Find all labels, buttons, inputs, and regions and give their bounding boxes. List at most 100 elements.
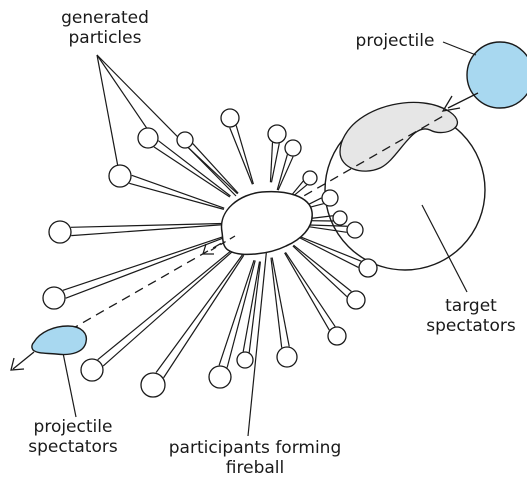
fireball bbox=[220, 190, 313, 256]
particle-track bbox=[226, 260, 256, 368]
generated-particles-label-line: particles bbox=[68, 28, 142, 48]
particle-track bbox=[70, 222, 223, 228]
participants-fireball-label-line: fireball bbox=[225, 458, 285, 478]
particle-ball bbox=[140, 372, 166, 398]
generated-particle bbox=[292, 244, 366, 310]
generated-particle bbox=[276, 139, 302, 191]
particle-track bbox=[155, 254, 244, 373]
generated-particle bbox=[220, 108, 254, 185]
target-label-leader bbox=[421, 204, 468, 293]
particle-track bbox=[97, 246, 236, 361]
generated-particle bbox=[137, 127, 231, 198]
particle-track bbox=[235, 125, 254, 185]
target-spectators-label-line: target bbox=[445, 296, 497, 316]
generated-label-leader bbox=[96, 54, 149, 131]
projectile-spectator-fragment bbox=[31, 325, 88, 356]
particle-ball bbox=[358, 258, 378, 278]
projectile-label: projectile bbox=[350, 31, 440, 51]
particle-track bbox=[229, 127, 253, 185]
participants-fireball-label: participants forming fireball bbox=[145, 438, 365, 478]
particle-ball bbox=[236, 351, 254, 369]
particle-ball bbox=[42, 286, 66, 310]
spectator-recoil-arrow bbox=[12, 351, 35, 370]
particle-ball bbox=[267, 124, 287, 144]
generated-particle bbox=[80, 246, 237, 382]
generated-particle bbox=[42, 235, 226, 310]
projectile-nucleus bbox=[466, 41, 527, 109]
projectile-spectators-label-line: spectators bbox=[28, 437, 118, 457]
generated-particles-label: generated particles bbox=[40, 8, 170, 48]
particle-track bbox=[192, 143, 239, 194]
projectile-label-leader bbox=[442, 41, 477, 56]
target-spectators-label: target spectators bbox=[415, 296, 527, 336]
projectile-label-text: projectile bbox=[355, 31, 435, 51]
particle-track bbox=[248, 261, 262, 353]
particle-track bbox=[284, 251, 336, 327]
generated-particles-label-line: generated bbox=[61, 8, 149, 28]
generated-label-leader bbox=[96, 54, 119, 168]
generated-particle bbox=[208, 259, 256, 389]
particle-track bbox=[271, 257, 290, 347]
target-spectators-label-line: spectators bbox=[426, 316, 516, 336]
particle-track bbox=[153, 146, 231, 198]
generated-particles bbox=[42, 108, 378, 398]
particle-ball bbox=[208, 365, 232, 389]
generated-label-leader bbox=[96, 54, 237, 197]
particle-ball bbox=[276, 346, 298, 368]
participant-overlap-region bbox=[339, 101, 458, 172]
particle-track bbox=[62, 235, 225, 291]
particle-track bbox=[188, 147, 238, 195]
particle-ball bbox=[327, 326, 347, 346]
fireball-recoil-arrowhead bbox=[202, 243, 214, 255]
particle-track bbox=[242, 261, 261, 352]
projectile-spectators-label-line: projectile bbox=[33, 417, 113, 437]
particle-track bbox=[293, 244, 352, 292]
participants-fireball-label-line: participants forming bbox=[168, 438, 342, 458]
generated-particle bbox=[236, 261, 262, 369]
particle-track bbox=[129, 182, 225, 210]
particle-track bbox=[298, 235, 362, 262]
particle-track bbox=[277, 156, 294, 191]
projectile-arrowhead bbox=[441, 95, 461, 112]
generated-particle bbox=[140, 254, 245, 398]
spectator-recoil-arrowhead bbox=[10, 357, 25, 371]
particle-ball bbox=[321, 189, 339, 207]
generated-particle bbox=[267, 124, 287, 183]
particle-ball bbox=[48, 220, 72, 244]
fireball-recoil-axis bbox=[207, 235, 236, 253]
particle-track bbox=[131, 174, 225, 209]
particle-ball bbox=[80, 358, 104, 382]
generated-particle bbox=[48, 220, 223, 244]
particle-track bbox=[218, 259, 255, 366]
particle-ball bbox=[302, 170, 318, 186]
generated-particle bbox=[108, 164, 225, 210]
particle-track bbox=[157, 140, 231, 197]
particle-track bbox=[102, 247, 237, 367]
generated-particle bbox=[284, 251, 347, 346]
particle-ball bbox=[332, 210, 348, 226]
particle-track bbox=[284, 252, 330, 331]
generated-particle bbox=[298, 235, 378, 278]
particle-ball bbox=[220, 108, 240, 128]
particle-track bbox=[163, 254, 245, 379]
particle-track bbox=[270, 257, 283, 348]
particle-ball bbox=[176, 131, 194, 149]
particle-track bbox=[270, 143, 280, 183]
projectile-spectators-label: projectile spectators bbox=[8, 417, 138, 457]
particle-ball bbox=[108, 164, 132, 188]
projectile-trajectory bbox=[447, 92, 479, 109]
generated-particle bbox=[176, 131, 239, 195]
particle-track bbox=[292, 245, 348, 298]
particle-ball bbox=[137, 127, 159, 149]
particle-ball bbox=[284, 139, 302, 157]
particle-track bbox=[298, 236, 359, 268]
particle-track bbox=[276, 154, 288, 191]
particle-track bbox=[269, 142, 274, 183]
participants-leader bbox=[247, 235, 269, 437]
particle-ball bbox=[346, 290, 366, 310]
particle-ball bbox=[346, 221, 364, 239]
particle-track bbox=[65, 236, 226, 299]
particle-track bbox=[71, 224, 223, 237]
